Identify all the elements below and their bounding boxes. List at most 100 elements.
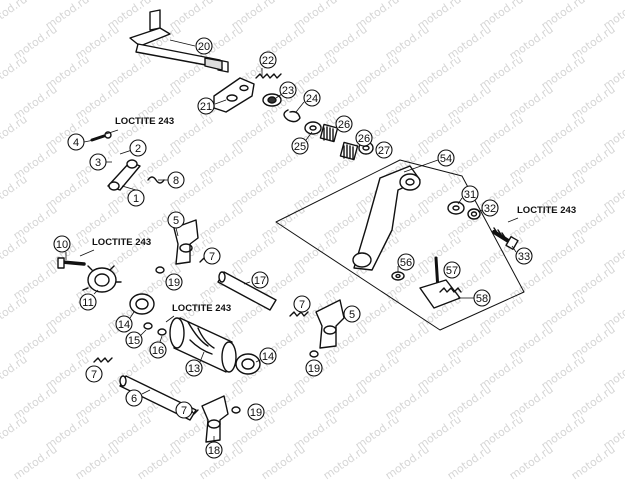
callout-6: 6 — [125, 389, 143, 407]
callout-circle — [259, 51, 277, 69]
callout-number: 56 — [400, 257, 412, 269]
callout-circle — [259, 347, 277, 365]
callout-circle — [89, 153, 107, 171]
callout-circle — [125, 389, 143, 407]
callout-number: 7 — [181, 405, 187, 417]
callout-number: 11 — [82, 297, 93, 309]
callout-11: 11 — [79, 293, 97, 311]
loctite-leader — [165, 315, 175, 323]
part-screw-15 — [143, 322, 153, 330]
leader-line — [169, 39, 196, 47]
callout-2: 2 — [129, 139, 147, 157]
callout-16: 16 — [149, 341, 167, 359]
leader-line — [214, 99, 227, 105]
callout-circle — [197, 97, 215, 115]
leader-line — [199, 351, 205, 363]
callout-15: 15 — [125, 331, 143, 349]
callout-number: 7 — [209, 251, 215, 263]
callout-number: 3 — [95, 157, 101, 169]
callout-number: 2 — [135, 143, 141, 155]
callout-circle — [397, 253, 415, 271]
callout-number: 10 — [56, 239, 68, 251]
loctite-note: LOCTITE 243 — [172, 303, 231, 314]
callout-7: 7 — [293, 295, 311, 313]
leader-line — [121, 185, 137, 191]
leader-line — [243, 281, 251, 285]
leader-line — [305, 131, 313, 141]
callout-14: 14 — [259, 347, 277, 365]
leader-line — [255, 359, 261, 363]
callout-circle — [303, 89, 321, 107]
callout-number: 5 — [349, 309, 355, 321]
callout-circle — [205, 441, 223, 459]
leader-line — [139, 329, 147, 337]
callout-circle — [125, 331, 143, 349]
callout-circle — [473, 289, 491, 307]
callout-circle — [437, 149, 455, 167]
loctite-leader — [507, 217, 519, 223]
callout-26: 26 — [355, 129, 373, 147]
callout-56: 56 — [397, 253, 415, 271]
callout-circle — [461, 185, 479, 203]
loctite-note: LOCTITE 243 — [115, 116, 174, 127]
callout-5: 5 — [343, 305, 361, 323]
callout-circle — [85, 365, 103, 383]
part-shift-fork-upper — [173, 219, 199, 265]
callout-number: 57 — [446, 265, 458, 277]
callout-4: 4 — [67, 133, 85, 151]
callout-20: 20 — [195, 37, 213, 55]
part-shift-drum — [169, 317, 237, 373]
part-spring-7c — [93, 357, 113, 363]
callout-57: 57 — [443, 261, 461, 279]
callout-circle — [293, 295, 311, 313]
callout-circle — [291, 137, 309, 155]
callout-number: 23 — [282, 85, 294, 97]
part-roller-19a — [155, 266, 165, 274]
callout-number: 7 — [91, 369, 97, 381]
callout-number: 6 — [131, 393, 137, 405]
part-bolt-33 — [492, 227, 519, 251]
part-spring — [255, 73, 282, 79]
callout-number: 24 — [306, 93, 318, 105]
callout-circle — [165, 273, 183, 291]
callout-number: 20 — [198, 41, 210, 53]
leader-line — [93, 289, 99, 295]
callout-circle — [185, 359, 203, 377]
callout-circle — [67, 133, 85, 151]
leader-line — [295, 101, 305, 113]
part-washer — [304, 121, 322, 135]
part-shift-pedal — [352, 165, 421, 271]
callout-number: 1 — [133, 193, 139, 205]
part-spring-7b — [289, 311, 309, 317]
part-shift-shaft — [129, 9, 229, 73]
leader-line — [457, 197, 463, 205]
callout-number: 19 — [168, 277, 180, 289]
callout-number: 14 — [118, 319, 130, 331]
part-needle-bearing — [319, 123, 359, 161]
callout-number: 14 — [262, 351, 274, 363]
callout-circle — [279, 81, 297, 99]
callout-26: 26 — [335, 115, 353, 133]
callout-19: 19 — [247, 403, 265, 421]
part-shift-star — [82, 265, 122, 293]
part-roller-19c — [231, 406, 241, 414]
callout-number: 7 — [299, 299, 305, 311]
leader-line — [403, 159, 439, 173]
callout-3: 3 — [89, 153, 107, 171]
leader-line — [159, 335, 163, 343]
callout-circle — [335, 115, 353, 133]
callout-25: 25 — [291, 137, 309, 155]
callout-circle — [343, 305, 361, 323]
callout-31: 31 — [461, 185, 479, 203]
callout-8: 8 — [167, 171, 185, 189]
callout-number: 19 — [250, 407, 262, 419]
callout-58: 58 — [473, 289, 491, 307]
callout-14: 14 — [115, 315, 133, 333]
callout-circle — [355, 129, 373, 147]
part-washer-31 — [447, 201, 465, 215]
callout-number: 26 — [338, 119, 350, 131]
callout-circle — [375, 141, 393, 159]
callout-number: 22 — [262, 55, 274, 67]
callout-number: 54 — [440, 153, 452, 165]
